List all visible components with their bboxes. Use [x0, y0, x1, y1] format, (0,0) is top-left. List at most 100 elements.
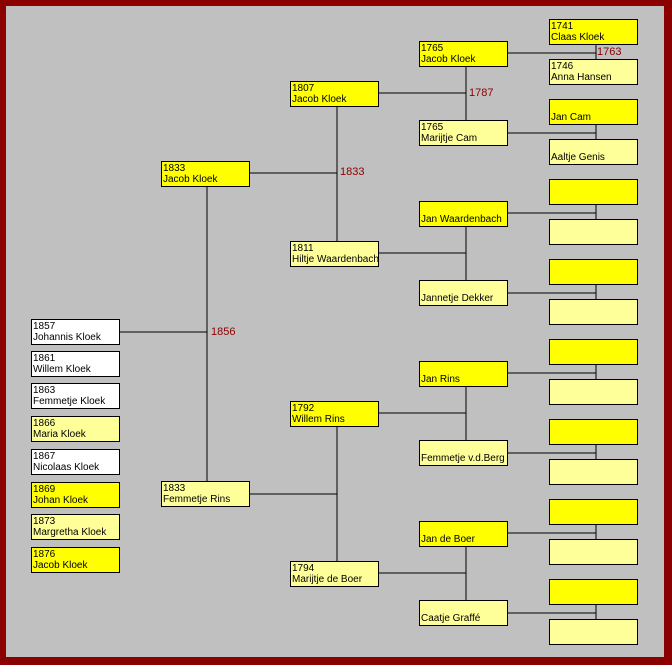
- person-box-ancestor[interactable]: [549, 299, 638, 325]
- child-year: 1873: [33, 516, 56, 527]
- person-name: Caatje Graffé: [421, 613, 481, 624]
- person-year: [421, 602, 507, 613]
- child-name: Margretha Kloek: [33, 527, 107, 538]
- person-year: 1741: [551, 21, 574, 32]
- person-year: [551, 141, 637, 152]
- person-year: [551, 501, 637, 512]
- person-box-ancestor[interactable]: [549, 179, 638, 205]
- person-year: 1833: [163, 163, 186, 174]
- child-name: Nicolaas Kloek: [33, 462, 100, 473]
- person-year: [421, 203, 507, 214]
- child-name: Johan Kloek: [33, 495, 89, 506]
- person-year: 1811: [292, 243, 314, 254]
- person-year: [551, 581, 637, 592]
- person-year: [551, 381, 637, 392]
- person-name: Femmetje Rins: [163, 494, 231, 505]
- person-year: 1807: [292, 83, 315, 94]
- person-box-ancestor[interactable]: [549, 619, 638, 645]
- person-year: [551, 341, 637, 352]
- person-box-ancestor[interactable]: [549, 379, 638, 405]
- person-box-ancestor[interactable]: Caatje Graffé: [419, 600, 508, 626]
- person-box-ancestor[interactable]: [549, 259, 638, 285]
- person-name: Anna Hansen: [551, 72, 612, 83]
- person-year: 1746: [551, 61, 574, 72]
- person-year: [551, 621, 637, 632]
- child-name: Johannis Kloek: [33, 332, 101, 343]
- person-name: Jan Rins: [421, 374, 460, 385]
- child-year: 1866: [33, 418, 56, 429]
- person-year: [421, 282, 507, 293]
- child-name: Willem Kloek: [33, 364, 91, 375]
- person-year: [551, 421, 637, 432]
- marriage-year-label: 1833: [340, 166, 365, 178]
- person-year: 1765: [421, 43, 444, 54]
- person-box-ancestor[interactable]: Jan Waardenbach: [419, 201, 508, 227]
- child-year: 1867: [33, 451, 56, 462]
- person-name: Jacob Kloek: [292, 94, 347, 105]
- person-box-ancestor[interactable]: [549, 459, 638, 485]
- person-year: [551, 101, 637, 112]
- person-box-ancestor[interactable]: [549, 219, 638, 245]
- marriage-year-label: 1787: [469, 87, 494, 99]
- child-name: Maria Kloek: [33, 429, 86, 440]
- child-year: 1857: [33, 321, 56, 332]
- marriage-year-label: 1856: [211, 326, 236, 338]
- connector-lines: [114, 44, 597, 619]
- child-year: 1863: [33, 385, 56, 396]
- person-name: Femmetje v.d.Berg: [421, 453, 505, 464]
- child-year: 1861: [33, 353, 56, 364]
- person-box-ancestor[interactable]: Jannetje Dekker: [419, 280, 508, 306]
- child-year: 1869: [33, 484, 56, 495]
- person-name: Marijtje de Boer: [292, 574, 363, 585]
- person-year: [551, 261, 637, 272]
- child-year: 1876: [33, 549, 56, 560]
- person-year: [421, 442, 507, 453]
- child-name: Jacob Kloek: [33, 560, 88, 571]
- person-name: Hiltje Waardenbach: [292, 254, 379, 265]
- person-year: [421, 523, 507, 534]
- person-year: 1792: [292, 403, 315, 414]
- person-year: [551, 221, 637, 232]
- person-name: Jacob Kloek: [163, 174, 218, 185]
- person-name: Jan Waardenbach: [421, 214, 502, 225]
- person-year: [551, 301, 637, 312]
- person-year: 1794: [292, 563, 315, 574]
- person-name: Jannetje Dekker: [421, 293, 494, 304]
- person-box-ancestor[interactable]: Femmetje v.d.Berg: [419, 440, 508, 466]
- person-box-ancestor[interactable]: [549, 419, 638, 445]
- person-box-ancestor[interactable]: Aaltje Genis: [549, 139, 638, 165]
- person-box-ancestor[interactable]: [549, 579, 638, 605]
- person-year: [551, 461, 637, 472]
- person-box-ancestor[interactable]: Jan de Boer: [419, 521, 508, 547]
- person-name: Jan Cam: [551, 112, 592, 123]
- person-box-ancestor[interactable]: Jan Cam: [549, 99, 638, 125]
- person-year: 1833: [163, 483, 186, 494]
- person-box-ancestor[interactable]: Jan Rins: [419, 361, 508, 387]
- person-box-ancestor[interactable]: [549, 539, 638, 565]
- person-name: Jacob Kloek: [421, 54, 476, 65]
- person-name: Jan de Boer: [421, 534, 475, 545]
- person-name: Aaltje Genis: [551, 152, 605, 163]
- person-box-ancestor[interactable]: [549, 499, 638, 525]
- person-box-ancestor[interactable]: [549, 339, 638, 365]
- person-name: Marijtje Cam: [421, 133, 478, 144]
